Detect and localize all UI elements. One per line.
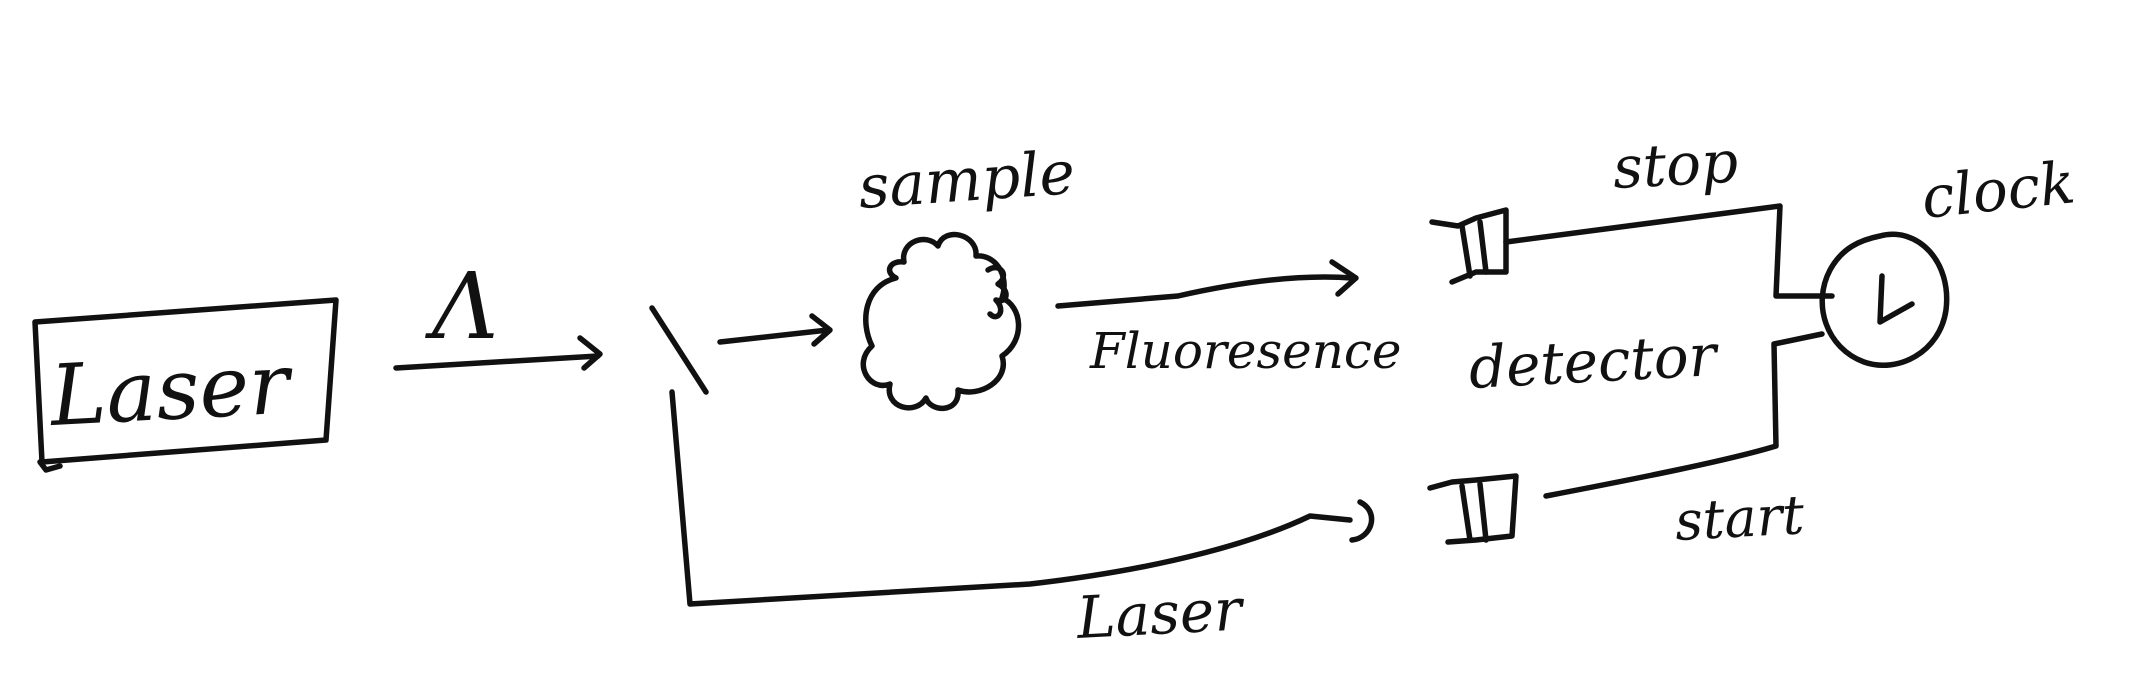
pulse-symbol: Λ: [424, 253, 498, 360]
splitter-to-sample-arrow: [717, 313, 833, 347]
fluorescence-arrow: Fluoresence: [1055, 259, 1402, 380]
laser-output-arrow: [393, 335, 603, 371]
sample-cloud: sample: [856, 138, 1077, 412]
laser-box-label: Laser: [46, 334, 296, 445]
fluorescence-label: Fluoresence: [1089, 322, 1402, 380]
start-label: start: [1673, 483, 1806, 553]
stop-detector: [1429, 207, 1509, 285]
beam-splitter: [649, 305, 709, 395]
laser-source-box: Laser: [32, 297, 339, 473]
detector-label: detector: [1467, 321, 1721, 402]
laser-reference-path: Laser: [669, 389, 1375, 652]
clock-icon: clock: [1819, 148, 2078, 368]
stop-label: stop: [1611, 128, 1740, 202]
clock-label: clock: [1918, 148, 2078, 232]
stop-signal-wire: stop: [1503, 128, 1835, 299]
sample-label: sample: [856, 138, 1077, 223]
start-detector: [1427, 473, 1519, 545]
start-signal-wire: start: [1543, 331, 1825, 553]
laser-path-label: Laser: [1074, 575, 1247, 652]
